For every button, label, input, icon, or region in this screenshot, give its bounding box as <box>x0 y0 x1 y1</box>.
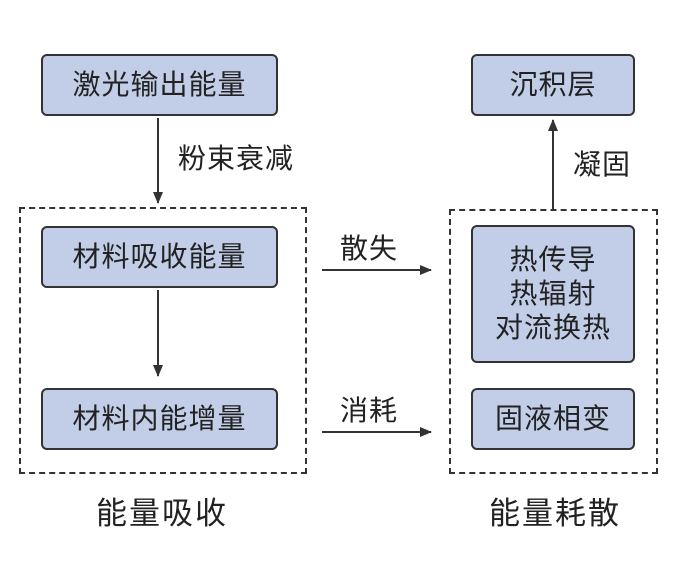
material-absorbed-energy-node: 材料吸收能量 <box>41 226 278 288</box>
heat-radiation-label: 热辐射 <box>509 277 597 310</box>
dissipation-group-caption: 能量耗散 <box>489 496 621 532</box>
solid-liquid-phase-change-label: 固液相变 <box>494 402 611 435</box>
dissipation-edge-label: 散失 <box>340 232 399 265</box>
heat-transfer-node: 热传导 热辐射 对流换热 <box>471 225 635 363</box>
solidification-edge-label: 凝固 <box>573 148 632 181</box>
laser-output-energy-node: 激光输出能量 <box>41 54 278 116</box>
material-absorbed-energy-label: 材料吸收能量 <box>72 240 247 273</box>
deposition-layer-node: 沉积层 <box>471 54 635 116</box>
deposition-layer-label: 沉积层 <box>509 68 597 101</box>
powder-attenuation-label: 粉束衰减 <box>178 142 295 175</box>
solid-liquid-phase-change-node: 固液相变 <box>471 388 635 450</box>
laser-output-energy-label: 激光输出能量 <box>72 68 247 101</box>
consumption-edge-label: 消耗 <box>340 394 399 427</box>
heat-conduction-label: 热传导 <box>509 243 597 276</box>
material-internal-energy-node: 材料内能增量 <box>41 388 278 450</box>
convection-label: 对流换热 <box>494 311 611 344</box>
material-internal-energy-label: 材料内能增量 <box>72 402 247 435</box>
absorption-group <box>19 207 307 474</box>
absorption-group-caption: 能量吸收 <box>96 496 228 532</box>
dissipation-group <box>449 209 658 474</box>
